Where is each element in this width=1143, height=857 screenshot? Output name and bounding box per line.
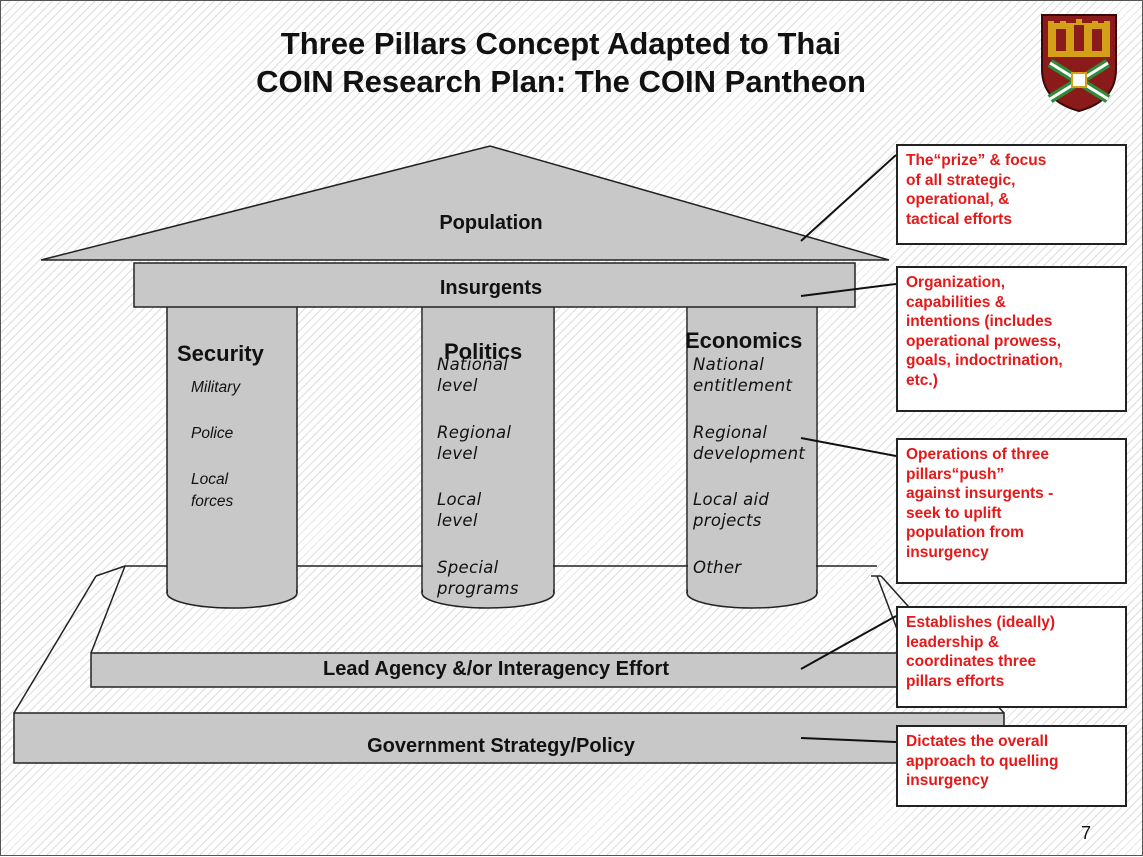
callout-government: Dictates the overall approach to quellin… xyxy=(896,725,1127,807)
callout-line: leadership & xyxy=(906,633,1000,651)
lead-agency-slab xyxy=(90,652,907,688)
callout-line: seek to uplift xyxy=(906,504,1002,522)
callout-population: The“prize” & focus of all strategic, ope… xyxy=(896,144,1127,245)
insurgents-beam xyxy=(133,262,856,308)
security-item-police: Police xyxy=(191,425,234,442)
callout-line: Establishes (ideally) xyxy=(906,614,1056,631)
callout-line: operational, & xyxy=(906,191,1010,208)
connector-lead-agency xyxy=(800,615,897,670)
roof-label: Population xyxy=(439,212,543,234)
platform-top-line xyxy=(95,565,126,577)
callout-lead-agency: Establishes (ideally) leadership & coord… xyxy=(896,606,1127,708)
connector-pillars xyxy=(800,437,897,457)
callout-line: pillars efforts xyxy=(906,672,1005,690)
economics-item-local-aid: Local aid xyxy=(693,490,770,509)
politics-item-regional: Regional xyxy=(437,423,512,442)
callout-line: Dictates the overall xyxy=(906,733,1049,750)
politics-pillar-title: Politics xyxy=(444,339,523,364)
connector-government xyxy=(800,737,897,743)
callout-line: Operations of three xyxy=(906,446,1049,463)
callout-insurgents: Organization, capabilities & intentions … xyxy=(896,266,1127,412)
callout-line: capabilities & xyxy=(906,293,1006,311)
economics-item-other: Other xyxy=(693,558,742,577)
callout-line: of all strategic, xyxy=(906,171,1016,189)
beam-label: Insurgents xyxy=(439,277,543,299)
title-line-1: Three Pillars Concept Adapted to Thai xyxy=(280,26,842,61)
callout-line: pillars“push” xyxy=(906,465,1005,483)
politics-item-programs: programs xyxy=(437,579,519,598)
connector-beam xyxy=(800,283,897,297)
callout-pillars: Operations of three pillars“push” agains… xyxy=(896,438,1127,584)
title-line-2: COIN Research Plan: The COIN Pantheon xyxy=(256,64,866,99)
government-slab xyxy=(13,712,1005,764)
economics-item-entitlement: entitlement xyxy=(693,376,793,395)
economics-item-regional: Regional xyxy=(693,423,768,442)
callout-line: approach to quelling xyxy=(906,752,1059,770)
population-roof xyxy=(40,145,890,261)
callout-line: The“prize” & focus xyxy=(906,152,1047,169)
government-label: Government Strategy/Policy xyxy=(367,735,635,757)
pillar-economics xyxy=(686,301,818,609)
callout-line: against insurgents - xyxy=(906,485,1054,502)
politics-item-local: Local xyxy=(437,490,482,509)
callout-line: insurgency xyxy=(906,543,989,561)
economics-item-development: development xyxy=(693,444,806,463)
page-number: 7 xyxy=(1081,823,1092,843)
security-item-military: Military xyxy=(191,379,241,396)
pillar-politics xyxy=(421,301,555,609)
university-crest-logo xyxy=(1041,14,1117,113)
lead-agency-label: Lead Agency &/or Interagency Effort xyxy=(323,658,669,680)
slide-title: Three Pillars Concept Adapted to Thai CO… xyxy=(151,25,971,101)
callout-line: population from xyxy=(906,524,1024,541)
pillar-security xyxy=(166,301,298,609)
politics-item-special: Special xyxy=(437,558,499,577)
callout-line: operational prowess, xyxy=(906,332,1062,350)
callout-line: intentions (includes xyxy=(906,313,1053,330)
economics-item-national: National xyxy=(693,355,765,374)
politics-item-regional-level: level xyxy=(437,444,478,463)
politics-item-national: National xyxy=(437,355,509,374)
economics-pillar-title: Economics xyxy=(685,328,803,353)
security-pillar-title: Security xyxy=(177,341,264,366)
callout-line: etc.) xyxy=(906,371,938,389)
politics-item-local-level: level xyxy=(437,511,478,530)
callout-line: tactical efforts xyxy=(906,210,1012,228)
security-item-forces: forces xyxy=(191,493,234,510)
platform-line-left xyxy=(13,575,97,714)
security-item-local: Local xyxy=(191,471,229,488)
callout-line: insurgency xyxy=(906,772,989,789)
callout-line: Organization, xyxy=(906,274,1006,291)
callout-line: coordinates three xyxy=(906,653,1037,670)
callout-line: goals, indoctrination, xyxy=(906,352,1063,369)
economics-item-projects: projects xyxy=(693,511,762,530)
politics-item-national-level: level xyxy=(437,376,478,395)
platform-line-left-inner xyxy=(90,565,126,654)
connector-roof xyxy=(800,154,897,242)
